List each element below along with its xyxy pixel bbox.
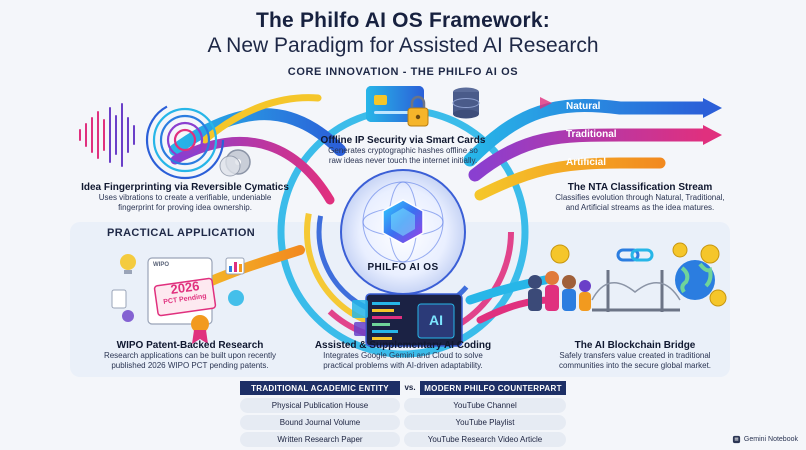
core-innovation-label: CORE INNOVATION - THE PHILFO AI OS [287, 66, 519, 78]
section-nta: The NTA Classification Stream Classifies… [525, 182, 755, 213]
practical-application-label: PRACTICAL APPLICATION [107, 227, 256, 239]
blockchain-art [528, 242, 727, 312]
coding-desc-2: practical problems with AI-driven adapta… [323, 361, 483, 370]
nta-desc-2: and Artificial streams as the idea matur… [565, 203, 715, 212]
notebook-icon [732, 435, 741, 444]
ai-screen-label: AI [429, 312, 443, 328]
table-row-1-right: YouTube Channel [404, 398, 566, 413]
table-vs: vs. [404, 383, 416, 392]
coding-desc-1: Integrates Google Gemini and Cloud to so… [323, 351, 483, 360]
section-wipo: WIPO Patent-Backed Research Research app… [70, 340, 310, 371]
table-row-3-left: Written Research Paper [240, 432, 400, 447]
wipo-title: WIPO Patent-Backed Research [116, 340, 264, 351]
wipo-desc-2: published 2026 WIPO PCT pending patents. [111, 361, 269, 370]
blockchain-desc-1: Safely transfers value created in tradit… [559, 351, 711, 360]
nta-title: The NTA Classification Stream [567, 182, 713, 193]
fingerprint-desc-1: Uses vibrations to create a verifiable, … [98, 193, 272, 202]
wipo-art [111, 254, 245, 344]
stream-label-natural: Natural [566, 101, 601, 112]
page-subtitle: A New Paradigm for Assisted AI Research [207, 34, 599, 57]
section-coding: Assisted & Supplementary AI Coding Integ… [298, 340, 508, 371]
smart-card-art [366, 86, 480, 127]
nta-desc-1: Classifies evolution through Natural, Tr… [555, 193, 725, 202]
stream-label-traditional: Traditional [566, 129, 617, 140]
core-center-label: PHILFO AI OS [367, 262, 439, 273]
stream-label-artificial: Artificial [566, 157, 607, 168]
table-row-2-left: Bound Journal Volume [240, 415, 400, 430]
fingerprint-title: Idea Fingerprinting via Reversible Cymat… [81, 182, 289, 193]
security-title: Offline IP Security via Smart Cards [320, 135, 486, 146]
wipo-org-label: WIPO [153, 262, 169, 268]
coding-art [352, 293, 463, 347]
gemini-notebook-brand: Gemini Notebook [732, 435, 798, 444]
philfo-core [340, 169, 466, 295]
section-fingerprint: Idea Fingerprinting via Reversible Cymat… [60, 182, 310, 213]
wipo-desc-1: Research applications can be built upon … [103, 351, 277, 360]
table-right-header: MODERN PHILFO COUNTERPART [420, 381, 566, 395]
table-row-2-right: YouTube Playlist [404, 415, 566, 430]
blockchain-title: The AI Blockchain Bridge [574, 340, 696, 351]
security-desc-2: raw ideas never touch the internet initi… [328, 156, 478, 165]
section-security: Offline IP Security via Smart Cards Gene… [300, 135, 506, 166]
table-left-header: TRADITIONAL ACADEMIC ENTITY [240, 381, 400, 395]
section-blockchain: The AI Blockchain Bridge Safely transfer… [515, 340, 755, 371]
table-row-1-left: Physical Publication House [240, 398, 400, 413]
brand-label: Gemini Notebook [743, 436, 798, 443]
fingerprint-desc-2: fingerprint for proving idea ownership. [118, 203, 252, 212]
security-desc-1: Generates cryptographic hashes offline s… [328, 146, 478, 155]
table-row-3-right: YouTube Research Video Article [404, 432, 566, 447]
blockchain-desc-2: communities into the secure global marke… [558, 361, 712, 370]
coding-title: Assisted & Supplementary AI Coding [314, 340, 492, 351]
cymatics-art [79, 100, 251, 180]
page-title: The Philfo AI OS Framework: [256, 9, 550, 32]
